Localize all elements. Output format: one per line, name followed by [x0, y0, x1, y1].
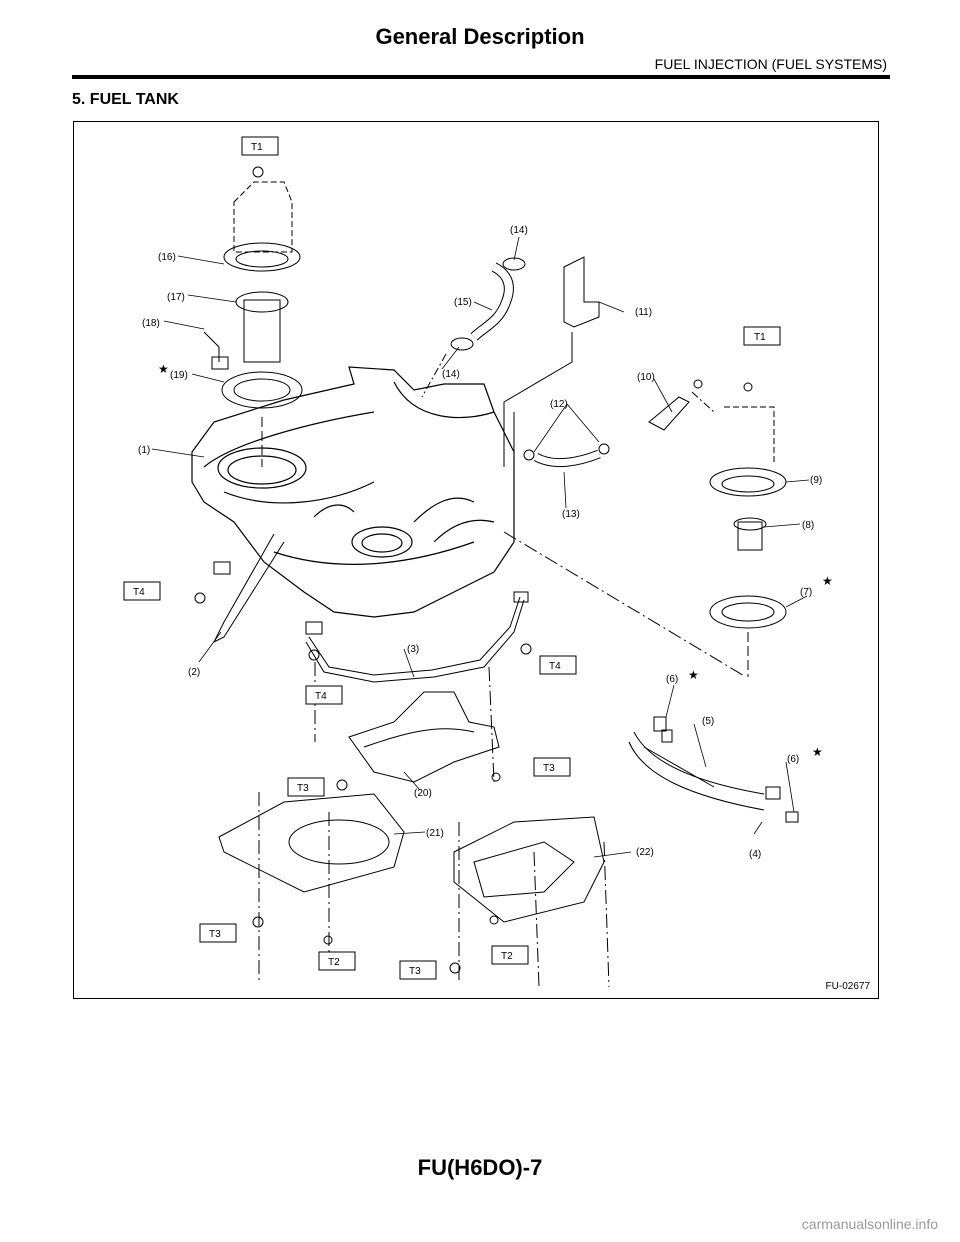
callout-6b: (6): [787, 754, 799, 765]
callout-9: (9): [810, 475, 822, 486]
callout-20: (20): [414, 788, 432, 799]
callout-1: (1): [138, 445, 150, 456]
fasteners: [194, 592, 532, 974]
callout-3: (3): [407, 644, 419, 655]
evap-hose: [523, 443, 610, 467]
torque-t4-mid: T4: [315, 691, 327, 702]
callout-21: (21): [426, 828, 444, 839]
torque-t3-c: T3: [209, 929, 221, 940]
callout-18: (18): [142, 318, 160, 329]
figure-id: FU-02677: [825, 981, 870, 992]
star-icon: ★: [688, 668, 699, 682]
leader-lines: [151, 236, 810, 858]
page-subtitle: FUEL INJECTION (FUEL SYSTEMS): [654, 56, 887, 72]
watermark: carmanualsonline.info: [801, 1216, 938, 1232]
callout-13: (13): [562, 509, 580, 520]
exploded-view-diagram: (1) (2) (3) (4) (5) (6) (6) (7) (8) (9) …: [123, 136, 833, 988]
torque-t4-left: T4: [133, 587, 145, 598]
page-number: FU(H6DO)-7: [417, 1155, 543, 1180]
header-rule: [72, 75, 890, 79]
callout-19: (19): [170, 370, 188, 381]
star-icon: ★: [158, 362, 169, 376]
star-icon: ★: [822, 574, 833, 588]
callout-7: (7): [800, 587, 812, 598]
torque-t2-right: T2: [501, 951, 513, 962]
section-title: 5. FUEL TANK: [72, 91, 179, 108]
star-icon: ★: [812, 745, 823, 759]
fuel-lines: [628, 716, 799, 823]
callout-5: (5): [702, 716, 714, 727]
fuel-sub-meter: [648, 379, 787, 677]
dash-lines: [258, 531, 747, 988]
filler-hose: [421, 257, 526, 398]
callout-4: (4): [749, 849, 761, 860]
callout-14b: (14): [442, 369, 460, 380]
torque-t3-a: T3: [297, 783, 309, 794]
callout-11: (11): [635, 307, 652, 318]
callout-15: (15): [454, 297, 472, 308]
fuel-pump-assembly: [203, 166, 303, 467]
callout-14a: (14): [510, 225, 528, 236]
torque-boxes: T1 T1 T2 T2 T3 T3 T3 T3 T4 T4 T4: [123, 136, 781, 980]
heat-shield: [348, 691, 500, 783]
callout-2: (2): [188, 667, 200, 678]
fuel-tank-outline: [191, 366, 515, 618]
callout-labels: (1) (2) (3) (4) (5) (6) (6) (7) (8) (9) …: [138, 225, 822, 860]
torque-t4-right: T4: [549, 661, 561, 672]
fuel-tank-figure: (1) (2) (3) (4) (5) (6) (6) (7) (8) (9) …: [73, 121, 879, 999]
torque-t3-b: T3: [543, 763, 555, 774]
torque-t3-d: T3: [409, 966, 421, 977]
page-title: General Description: [375, 24, 585, 49]
callout-8: (8): [802, 520, 814, 531]
torque-t1-top: T1: [251, 142, 263, 153]
protector-plates: [218, 793, 605, 923]
callout-6a: (6): [666, 674, 678, 685]
star-markers: ★ ★ ★ ★: [158, 362, 833, 759]
torque-t2-left: T2: [328, 957, 340, 968]
callout-10: (10): [637, 372, 655, 383]
protector-bracket: [503, 256, 600, 472]
callout-17: (17): [167, 292, 185, 303]
callout-12: (12): [550, 399, 568, 410]
callout-22: (22): [636, 847, 654, 858]
callout-16: (16): [158, 252, 176, 263]
torque-t1-right: T1: [754, 332, 766, 343]
